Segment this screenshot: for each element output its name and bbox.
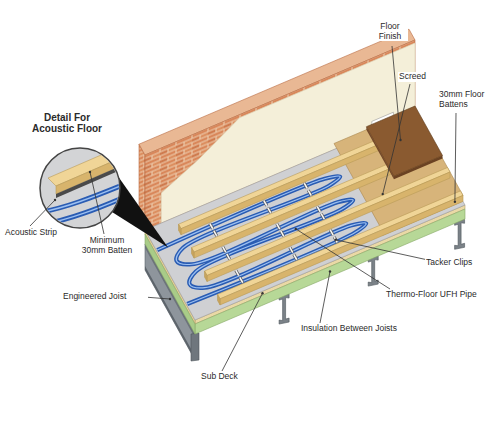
leader-line <box>383 84 410 194</box>
tacker-clip <box>294 254 297 259</box>
tacker-clip <box>214 231 217 236</box>
engineered-joist <box>368 256 378 286</box>
leader-dot <box>54 199 56 201</box>
leader-dot <box>89 171 91 173</box>
tacker-clip <box>227 254 230 259</box>
tacker-clip <box>290 247 293 252</box>
floor-finish-edge <box>366 127 394 180</box>
batten-end <box>192 248 195 259</box>
batten-side <box>220 195 463 305</box>
tacker-clip <box>214 231 217 236</box>
ufh-pipe <box>34 193 134 226</box>
tacker-clip <box>236 270 239 275</box>
batten-side <box>207 172 450 282</box>
engineered-joist <box>279 294 289 324</box>
tacker-clip <box>334 237 337 242</box>
tacker-clip <box>227 254 230 259</box>
tacker-clip <box>268 208 271 213</box>
tacker-clip <box>330 230 333 235</box>
batten-end <box>205 271 208 282</box>
leader-line <box>222 293 263 371</box>
leader-line <box>30 200 55 226</box>
tacker-clip <box>294 254 297 259</box>
leader-dot <box>329 270 331 272</box>
floor-drawing <box>112 29 465 361</box>
detail-inset <box>30 148 134 228</box>
leader-line <box>296 229 390 289</box>
leader-dot <box>261 292 263 294</box>
leader-dot <box>382 193 384 195</box>
pipe-highlight <box>34 193 134 226</box>
leader-line <box>336 240 428 260</box>
tacker-clip <box>290 247 293 252</box>
leader-line <box>455 113 456 202</box>
tacker-clip <box>210 223 213 228</box>
tacker-clip <box>281 231 284 236</box>
tacker-clip <box>277 224 280 229</box>
tacker-clip <box>304 183 307 188</box>
tacker-clip <box>317 207 320 212</box>
part-label: Acoustic Strip <box>4 228 68 238</box>
part-label: Tacker Clips <box>425 258 489 268</box>
tacker-clip <box>264 200 267 205</box>
tacker-clip <box>334 237 337 242</box>
tacker-clip <box>210 223 213 228</box>
batten-end <box>179 224 182 235</box>
floor-finish-edge <box>394 156 443 180</box>
leader-line <box>320 272 330 324</box>
batten-end <box>218 294 221 305</box>
tacker-clip <box>264 200 267 205</box>
leader-lines <box>30 46 456 371</box>
tacker-clip <box>236 270 239 275</box>
tacker-clip <box>277 224 280 229</box>
part-label: Minimum 30mm Batten <box>78 236 136 255</box>
part-label: Floor Finish <box>372 22 408 41</box>
part-label: Thermo-Floor UFH Pipe <box>385 290 495 300</box>
tacker-clip <box>281 231 284 236</box>
leader-dot <box>335 239 337 241</box>
tacker-clip <box>240 277 243 282</box>
tacker-clip <box>330 230 333 235</box>
engineered-joist <box>455 219 465 249</box>
leader-dot <box>169 298 171 300</box>
floor-batten <box>218 191 464 299</box>
tacker-clip <box>223 247 226 252</box>
part-label: Insulation Between Joists <box>300 324 412 334</box>
tacker-clip <box>321 214 324 219</box>
leader-dot <box>295 228 297 230</box>
ufh-pipe <box>30 182 130 214</box>
part-label: Engineered Joist <box>62 292 148 302</box>
joist-end <box>191 333 199 361</box>
leader-dot <box>454 201 456 203</box>
part-label: 30mm Floor Battens <box>438 90 498 109</box>
tacker-clip <box>308 190 311 195</box>
floor-finish <box>366 106 442 176</box>
tacker-clip <box>240 277 243 282</box>
tacker-clip <box>304 183 307 188</box>
part-label: Sub Deck <box>200 372 252 382</box>
part-label: Screed <box>398 72 440 82</box>
tacker-clip <box>223 247 226 252</box>
detail-heading: Detail For Acoustic Floor <box>25 112 109 134</box>
pipe-highlight <box>30 182 130 214</box>
tacker-clip <box>268 208 271 213</box>
tacker-clip <box>317 207 320 212</box>
leader-dot <box>399 139 401 141</box>
tacker-clip <box>321 214 324 219</box>
tacker-clip <box>308 190 311 195</box>
leader-line <box>90 172 104 234</box>
